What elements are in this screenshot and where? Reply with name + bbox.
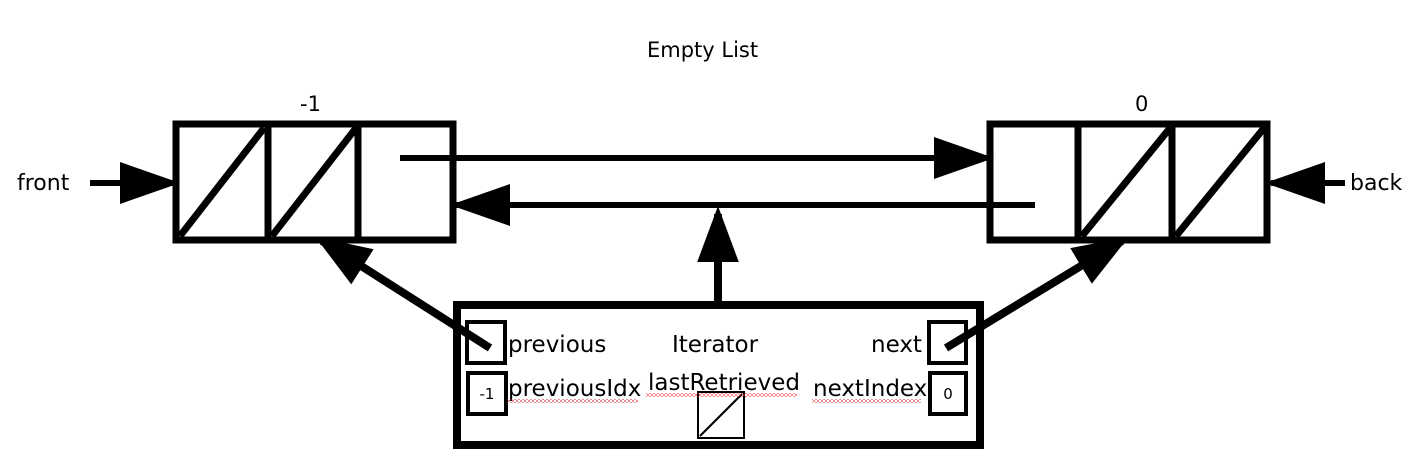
spellcheck-underline-nextindex [812, 399, 921, 403]
iterator-previousidx-slot [466, 371, 508, 416]
front-node-shape [172, 120, 457, 244]
spellcheck-underline-lastretrieved [646, 393, 797, 397]
back-node-cell2-null-slash [1079, 125, 1173, 239]
iterator-box [453, 301, 984, 449]
front-node-cell2-null-slash [269, 125, 359, 239]
back-node-cell3-null-slash [1173, 125, 1267, 239]
iterator-previous-label: previous [508, 332, 607, 358]
iterator-nextindex-slot [928, 371, 968, 416]
iterator-previousidx-value: -1 [479, 385, 495, 403]
spellcheck-underline-previousidx [507, 399, 638, 403]
back-node-shape [986, 120, 1271, 244]
front-node-cell1-null-slash [177, 125, 267, 239]
back-label: back [1350, 171, 1403, 196]
iterator-nextindex-value: 0 [943, 385, 953, 403]
iterator-next-slot [927, 320, 968, 365]
iterator-previous-slot [465, 320, 507, 365]
front-node-index-label: -1 [300, 92, 321, 116]
iterator-previousidx-label: previousIdx [508, 376, 642, 402]
iterator-next-arrow [943, 236, 1129, 352]
iterator-title: Iterator [672, 332, 759, 358]
iterator-nextindex-label: nextIndex [813, 376, 928, 402]
back-node-index-label: 0 [1135, 92, 1149, 116]
front-label: front [17, 171, 70, 196]
iterator-lastretrieved-label: lastRetrieved [648, 370, 800, 396]
iterator-lastretrieved-slot [697, 391, 745, 439]
iterator-next-label: next [871, 332, 922, 358]
iterator-previous-arrow [315, 236, 493, 352]
diagram-title: Empty List [647, 38, 759, 62]
